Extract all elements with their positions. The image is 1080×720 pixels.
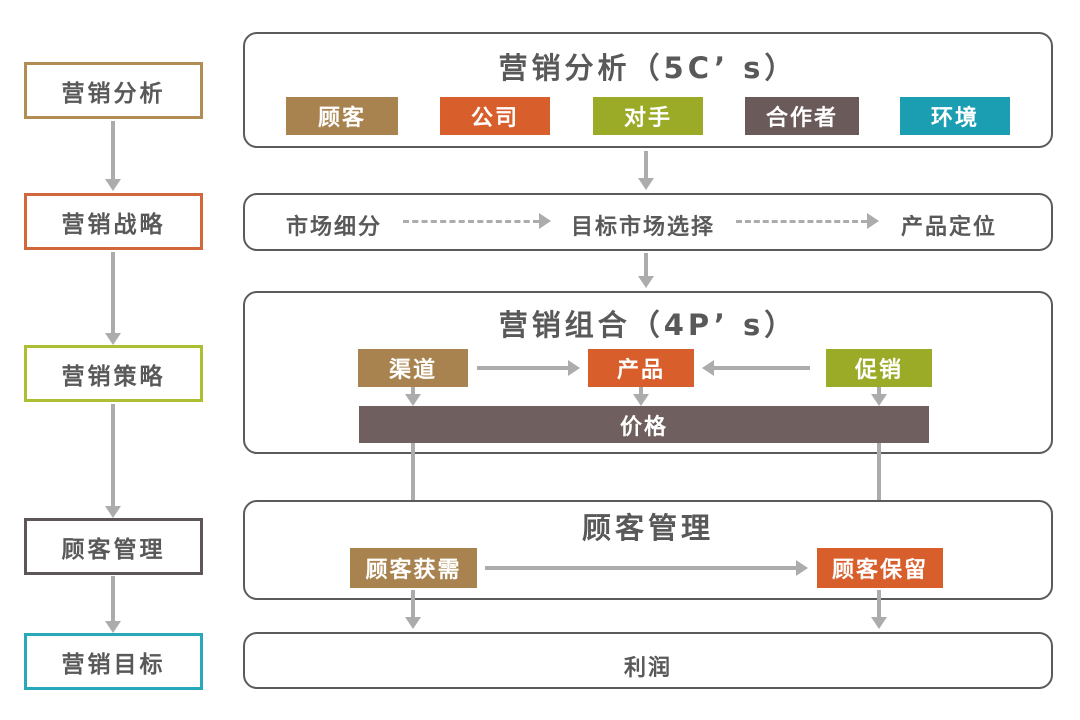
chip-customer-acquisition: 顾客获需 [350, 548, 477, 588]
step-positioning: 产品定位 [901, 215, 998, 240]
arrow-down-icon [411, 443, 415, 533]
step-targeting: 目标市场选择 [571, 215, 716, 240]
chip-context: 环境 [900, 97, 1010, 135]
arrow-down-icon [877, 590, 881, 618]
panel-customer-title: 顾客管理 [581, 511, 714, 545]
sidebar-item-customer: 顾客管理 [24, 518, 203, 575]
chip-company: 公司 [440, 97, 550, 135]
sidebar-item-analysis: 营销分析 [24, 62, 203, 119]
profit-label: 利润 [623, 656, 672, 681]
chip-customer-retention: 顾客保留 [817, 548, 943, 588]
arrow-left-icon [713, 366, 810, 370]
arrow-down-icon [877, 443, 881, 533]
arrow-down-icon [877, 387, 881, 395]
chip-promotion: 促销 [826, 349, 932, 387]
arrow-down-icon [111, 404, 115, 507]
arrow-down-icon [644, 253, 648, 277]
sidebar-item-strategy: 营销战略 [24, 193, 203, 250]
arrow-right-icon [736, 213, 879, 230]
arrow-right-icon [403, 213, 551, 230]
arrow-right-icon [477, 366, 569, 370]
arrow-right-icon [485, 566, 797, 570]
chip-place: 渠道 [358, 349, 468, 387]
arrow-down-icon [111, 121, 115, 180]
panel-strategy-stp [243, 193, 1053, 251]
arrow-down-icon [639, 387, 643, 395]
price-bar: 价格 [359, 406, 929, 443]
sidebar-item-tactics: 营销策略 [24, 345, 203, 402]
chip-product: 产品 [588, 349, 694, 387]
arrow-down-icon [411, 387, 415, 395]
panel-analysis-title: 营销分析（5C’ s） [498, 51, 798, 85]
step-segmentation: 市场细分 [286, 215, 383, 240]
arrow-down-icon [411, 590, 415, 618]
sidebar-item-goal: 营销目标 [24, 633, 203, 690]
panel-mix-title: 营销组合（4P’ s） [498, 308, 798, 342]
chip-competitor: 对手 [593, 97, 703, 135]
arrow-down-icon [644, 151, 648, 179]
chip-customer: 顾客 [286, 97, 398, 135]
arrow-down-icon [111, 252, 115, 334]
panel-profit [243, 632, 1053, 689]
chip-collaborator: 合作者 [745, 97, 859, 135]
arrow-down-icon [111, 576, 115, 622]
